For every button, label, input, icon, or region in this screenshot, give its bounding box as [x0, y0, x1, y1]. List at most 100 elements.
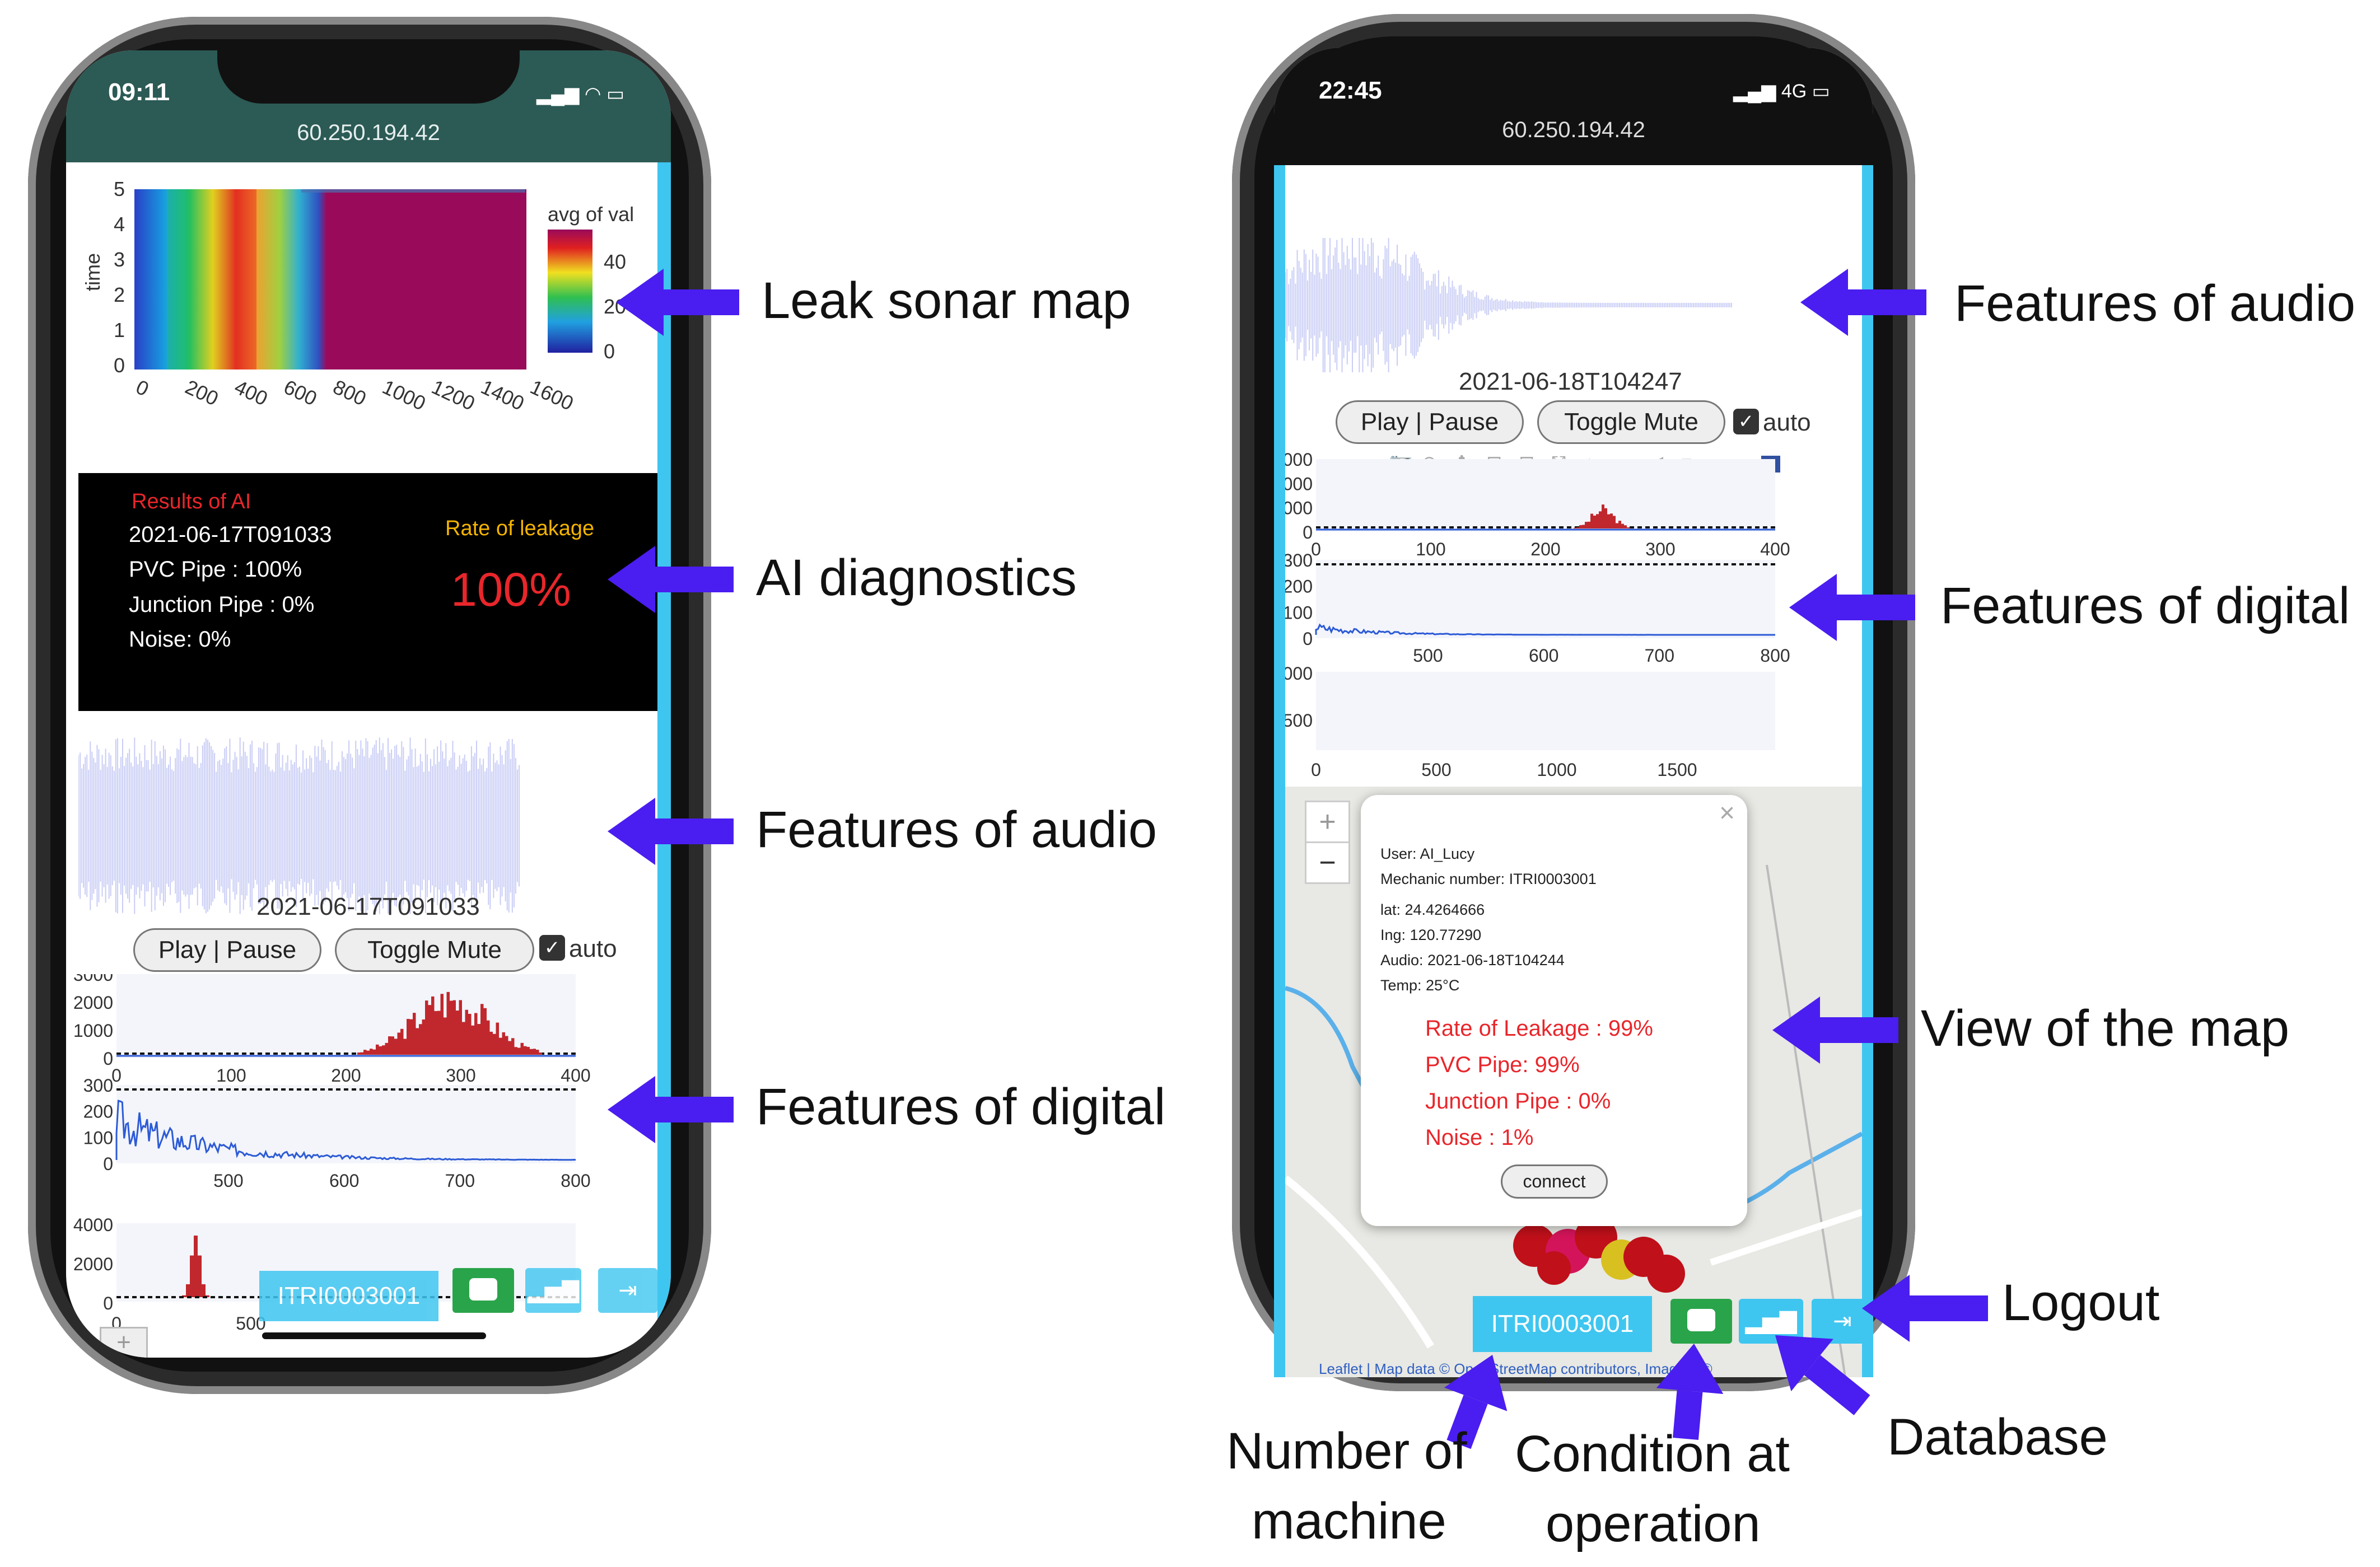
plot2-xtick: 700	[1645, 645, 1674, 666]
plot1-ytick: 2000	[73, 993, 113, 1013]
url-bar[interactable]: 60.250.194.42	[1502, 118, 1645, 142]
condition-button[interactable]	[452, 1268, 514, 1313]
heatmap-xtick: 800	[330, 375, 370, 410]
histogram-bar	[397, 1032, 400, 1055]
status-time: 09:11	[108, 78, 170, 106]
heatmap-xtick: 0	[133, 375, 152, 401]
histogram-bar	[437, 1011, 441, 1055]
connect-button[interactable]: connect	[1501, 1164, 1608, 1199]
plot2-xtick: 800	[561, 1171, 590, 1191]
heatmap-xtick: 1000	[379, 375, 430, 415]
label-condition-1: Condition at	[1515, 1425, 1790, 1482]
plot2-xtick: 800	[1760, 645, 1790, 666]
page-border-left	[1274, 165, 1285, 1377]
camera-icon	[469, 1278, 497, 1301]
popup-user: User: AI_Lucy	[1380, 845, 1475, 862]
url-bar[interactable]: 60.250.194.42	[297, 120, 440, 145]
heatmap-xtick: 1600	[527, 375, 577, 415]
plot1-xtick: 300	[1645, 539, 1675, 559]
plot2-ytick: 100	[83, 1128, 113, 1148]
histogram-bar	[1616, 523, 1618, 528]
map-zoom-out-button[interactable]: −	[1305, 841, 1350, 884]
histogram-bar	[382, 1045, 385, 1055]
histogram-bar	[440, 994, 444, 1055]
popup-junction: Junction Pipe : 0%	[1425, 1089, 1611, 1114]
digital-plots: 📷⊕✥⊞⊟⤧⌂⋯◀≡300020001000001002003004003002…	[1274, 448, 1862, 829]
toggle-mute-button[interactable]: Toggle Mute	[1537, 400, 1725, 444]
histogram-bar	[459, 1000, 462, 1055]
plot3-ytick: 0	[103, 1293, 113, 1313]
popup-lat: lat: 24.4264666	[1380, 901, 1485, 918]
histogram-bar	[400, 1028, 404, 1055]
legend-tick: 20	[604, 295, 626, 318]
histogram-bar	[446, 991, 450, 1055]
play-pause-button[interactable]: Play | Pause	[133, 928, 321, 972]
legend-tick: 0	[604, 340, 615, 363]
histogram-bar	[416, 1028, 419, 1055]
plot1-xtick: 400	[1760, 539, 1790, 559]
histogram-bar	[533, 1049, 536, 1055]
heatmap-ytick: 1	[114, 319, 125, 342]
logout-button[interactable]: ⇥	[598, 1268, 657, 1313]
histogram-bar	[366, 1050, 370, 1055]
machine-number-button[interactable]: ITRI0003001	[259, 1271, 438, 1321]
histogram-bar	[508, 1041, 511, 1055]
play-pause-button[interactable]: Play | Pause	[1336, 400, 1524, 444]
histogram-bar	[1579, 525, 1582, 528]
audio-waveform	[1285, 220, 1744, 390]
histogram-bar	[517, 1047, 521, 1055]
popup-mechanic: Mechanic number: ITRI0003001	[1380, 871, 1597, 887]
histogram-bar	[407, 1018, 410, 1055]
histogram-bar	[419, 1024, 422, 1055]
label-database: Database	[1887, 1409, 2108, 1466]
map-zoom-in-button[interactable]: +	[1305, 801, 1350, 843]
histogram-bar	[363, 1050, 367, 1055]
popup-audio: Audio: 2021-06-18T104244	[1380, 952, 1565, 969]
plot3-bar	[182, 1295, 186, 1297]
ai-timestamp: 2021-06-17T091033	[129, 522, 332, 547]
histogram-bar	[465, 1009, 468, 1055]
histogram-bar	[372, 1049, 376, 1055]
page-border-right	[657, 162, 671, 1358]
histogram-bar	[425, 1000, 428, 1055]
auto-checkbox[interactable]: ✓	[539, 935, 565, 961]
histogram-bar	[474, 1013, 478, 1055]
plot3-xtick: 1500	[1657, 760, 1697, 780]
map-view[interactable]: + − × User: AI_Lucy Mechanic number: ITR…	[1285, 787, 1862, 1377]
histogram-bar	[1593, 515, 1596, 528]
label-logout: Logout	[2002, 1274, 2160, 1331]
histogram-bar	[520, 1042, 524, 1055]
plot3-bar	[198, 1255, 202, 1297]
condition-button[interactable]	[1670, 1299, 1732, 1344]
histogram-bar	[1602, 504, 1604, 528]
plot2-xtick: 600	[1529, 645, 1558, 666]
histogram-bar	[496, 1022, 499, 1055]
logout-button[interactable]: ⇥	[1812, 1299, 1862, 1344]
plot1-ytick: 0	[1303, 522, 1313, 542]
home-indicator	[262, 1332, 486, 1339]
heatmap-ylabel: time	[81, 253, 104, 291]
histogram-bar	[483, 1008, 487, 1055]
auto-checkbox[interactable]: ✓	[1733, 409, 1759, 434]
ai-junction: Junction Pipe : 0%	[129, 592, 315, 617]
plot3-bar	[194, 1236, 198, 1297]
label-features-audio-left: Features of audio	[756, 801, 1158, 858]
map-attribution: Leaflet | Map data © OpenStreetMap contr…	[1319, 1360, 1712, 1377]
heatmap-ytick: 5	[114, 177, 125, 200]
popup-rate: Rate of Leakage : 99%	[1425, 1016, 1653, 1041]
label-number-machine-1: Number of	[1226, 1423, 1467, 1480]
machine-number-button[interactable]: ITRI0003001	[1473, 1296, 1652, 1352]
toggle-mute-button[interactable]: Toggle Mute	[335, 928, 534, 972]
database-button[interactable]: ▂▅▇	[1739, 1299, 1803, 1344]
close-icon[interactable]: ×	[1719, 798, 1735, 828]
database-button[interactable]: ▂▅▇	[525, 1268, 581, 1313]
histogram-bar	[394, 1039, 398, 1055]
ai-diagnostics-panel: Results of AI 2021-06-17T091033 PVC Pipe…	[78, 473, 657, 711]
histogram-bar	[370, 1049, 373, 1055]
histogram-bar	[1627, 527, 1630, 528]
plot1-xtick: 400	[561, 1065, 590, 1086]
map-zoom-in-button[interactable]: +	[100, 1327, 148, 1358]
plot3-area	[1316, 672, 1775, 750]
histogram-bar	[502, 1032, 505, 1055]
histogram-bar	[379, 1046, 382, 1055]
